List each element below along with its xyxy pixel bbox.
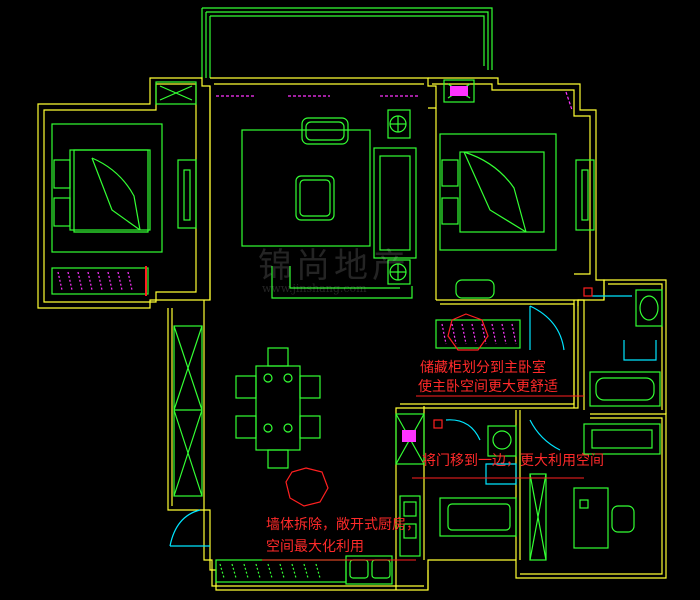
watermark-url: www.jinshang.com (262, 282, 367, 295)
kitchen-note-line2: 空间最大化利用 (266, 539, 364, 555)
dining-column-marker (285, 467, 329, 507)
bathroom-top (583, 287, 663, 407)
annotation-underlines (262, 395, 584, 561)
dining-table-set (235, 347, 321, 469)
watermark-logo: 锦尚地产 (258, 246, 410, 286)
right-bedroom-tv (575, 159, 595, 231)
living-room-tv-wall (241, 109, 495, 299)
left-bedroom-tv (177, 159, 197, 229)
door-note: 将门移到一边，更大利用空间 (422, 453, 604, 469)
study-room (529, 419, 661, 561)
left-bedroom-wardrobe (51, 266, 149, 296)
right-bedroom-bed (439, 133, 557, 251)
living-room-curtain (216, 91, 573, 111)
left-bedroom-bed (51, 123, 163, 253)
right-bedroom-door (529, 305, 565, 351)
ac-unit-left (155, 81, 197, 105)
kitchen-note-line1: 墙体拆除，敞开式厨房， (266, 517, 420, 533)
ac-unit-right (443, 79, 475, 103)
bathroom-middle (433, 419, 517, 537)
laundry-area (395, 413, 425, 465)
exterior-walls (37, 77, 667, 591)
storage-note-line1: 储藏柜划分到主卧室 (420, 360, 546, 376)
right-bedroom-wardrobe (435, 313, 521, 351)
storage-note-line2: 使主卧空间更大更舒适 (418, 379, 558, 395)
corridor-cabinet (173, 325, 203, 497)
balcony (201, 7, 493, 78)
entry-door (169, 509, 210, 547)
